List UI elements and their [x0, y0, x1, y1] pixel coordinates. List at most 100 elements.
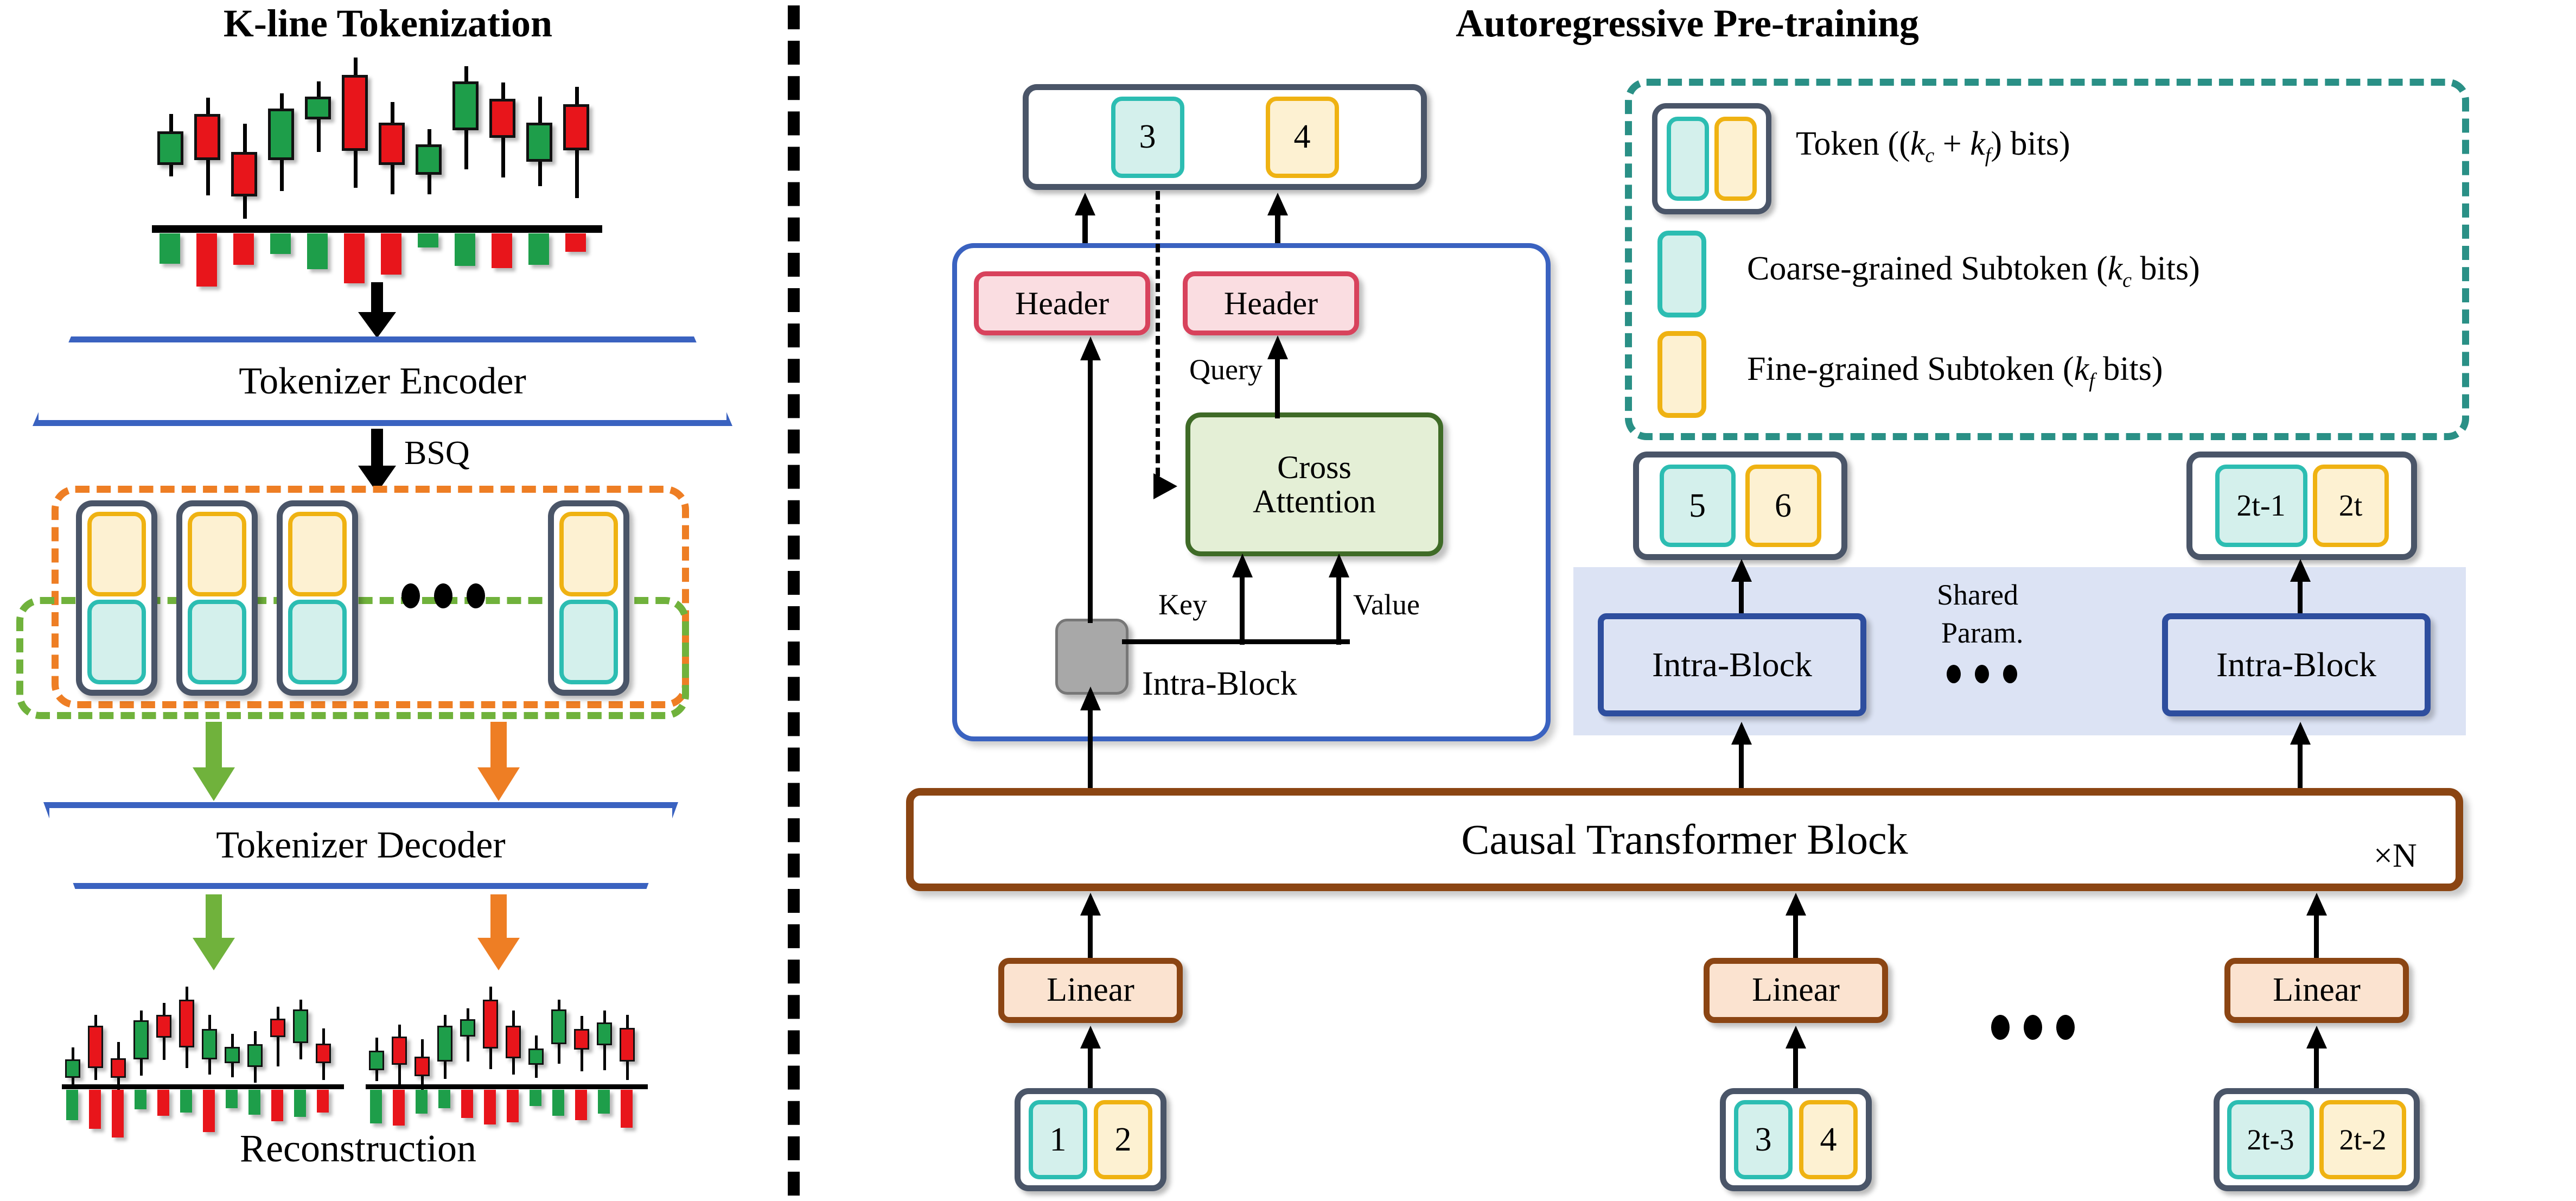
output-coarse-subtoken[interactable]: 3 — [1111, 96, 1184, 178]
fine-subtoken-swatch — [559, 512, 618, 596]
ellipsis-dot — [467, 583, 485, 608]
linear-label-1: Linear — [1047, 971, 1134, 1009]
arrow-intra-left-to-token — [1728, 559, 1755, 622]
linear-box-1[interactable]: Linear — [998, 958, 1183, 1023]
ellipsis-dot — [401, 583, 420, 608]
arrow-header-left-to-output — [1072, 193, 1099, 256]
legend-fine-text-after: bits) — [2094, 351, 2163, 387]
key-label: Key — [1158, 588, 1207, 621]
arrow-key-to-cross-attention — [1229, 554, 1256, 645]
ellipsis-dot — [2056, 1015, 2075, 1040]
legend-swatch-fine — [1657, 331, 1706, 418]
header-box-right[interactable]: Header — [1183, 271, 1359, 335]
header-box-left[interactable]: Header — [974, 271, 1150, 335]
arrow-decoder-to-recon-right — [477, 894, 526, 973]
cross-attention-label-line1: Cross — [1277, 449, 1351, 485]
shared-output-token-right[interactable]: 2t-1 2t — [2186, 452, 2417, 560]
shared-left-coarse-subtoken[interactable]: 5 — [1659, 465, 1736, 547]
legend-label-coarse: Coarse-grained Subtoken (kc bits) — [1747, 250, 2200, 292]
input-token-box-3[interactable]: 2t-3 2t-2 — [2214, 1088, 2420, 1191]
arrow-token2-to-linear — [1782, 1026, 1809, 1090]
causal-transformer-label: Causal Transformer Block — [1461, 816, 1908, 863]
arrow-fine-to-decoder — [477, 722, 526, 803]
token-stack-n[interactable] — [548, 500, 629, 696]
legend-coarse-text-after: bits) — [2132, 250, 2200, 287]
intra-block-detail-label: Intra-Block — [1142, 665, 1297, 702]
shared-intra-block-ellipsis — [1947, 665, 2017, 683]
input-group-ellipsis — [1991, 1015, 2075, 1040]
linear-box-3[interactable]: Linear — [2224, 958, 2409, 1023]
shared-output-token-left[interactable]: 5 6 — [1633, 452, 1847, 560]
ellipsis-dot — [1991, 1015, 2010, 1040]
query-label: Query — [1189, 353, 1263, 386]
input-kline-chart — [146, 58, 624, 288]
gray-node[interactable] — [1055, 619, 1128, 695]
shared-right-coarse-subtoken[interactable]: 2t-1 — [2215, 465, 2307, 547]
legend-token-k1: k — [1910, 125, 1925, 162]
output-token-box[interactable]: 3 4 — [1023, 84, 1427, 190]
arrow-value-to-cross-attention — [1325, 554, 1353, 645]
header-left-label: Header — [1015, 285, 1110, 321]
legend-label-token: Token ((kc + kf) bits) — [1796, 125, 2070, 167]
legend-token-k1sub: c — [1925, 144, 1935, 167]
legend-token-k2sub: f — [1985, 144, 1991, 167]
arrow-token1-to-linear — [1077, 1026, 1104, 1090]
input-token-3-coarse[interactable]: 2t-3 — [2227, 1100, 2314, 1179]
token-stack-1[interactable] — [76, 500, 157, 696]
causal-transformer-block[interactable]: Causal Transformer Block — [906, 788, 2463, 891]
coarse-subtoken-swatch — [188, 600, 246, 684]
legend-swatch-coarse — [1657, 231, 1706, 317]
arrow-linear3-to-transformer — [2303, 893, 2330, 960]
input-token-box-2[interactable]: 3 4 — [1720, 1088, 1872, 1191]
value-label: Value — [1353, 588, 1420, 621]
input-token-box-1[interactable]: 1 2 — [1015, 1088, 1166, 1191]
ellipsis-dot — [2003, 665, 2017, 683]
arrow-transformer-to-node — [1077, 687, 1104, 799]
coarse-subtoken-swatch — [87, 600, 146, 684]
fine-subtoken-swatch — [188, 512, 246, 596]
shared-intra-block-left-label: Intra-Block — [1652, 645, 1812, 684]
input-token-2-fine[interactable]: 4 — [1799, 1100, 1858, 1179]
fine-subtoken-swatch — [87, 512, 146, 596]
panel-divider — [788, 5, 800, 1196]
reconstruction-chart-right — [364, 977, 651, 1156]
input-token-3-fine[interactable]: 2t-2 — [2319, 1100, 2406, 1179]
tokenizer-encoder-box[interactable]: Tokenizer Encoder — [33, 336, 732, 426]
ellipsis-dot — [2024, 1015, 2042, 1040]
arrow-intra-right-to-token — [2287, 559, 2314, 622]
header-right-label: Header — [1223, 285, 1318, 321]
token-stack-ellipsis — [401, 583, 485, 608]
linear-box-2[interactable]: Linear — [1704, 958, 1888, 1023]
legend-coarse-k1sub: c — [2122, 269, 2132, 292]
tokenizer-decoder-box[interactable]: Tokenizer Decoder — [43, 802, 678, 889]
legend-fine-k1: k — [2074, 351, 2089, 387]
arrow-encoder-to-bsq — [358, 429, 396, 494]
arrow-transformer-to-intra-right — [2287, 722, 2314, 795]
arrow-linear1-to-transformer — [1077, 893, 1104, 960]
ellipsis-dot — [434, 583, 452, 608]
arrow-cross-attention-to-header — [1264, 335, 1291, 418]
legend-coarse-swatch — [1667, 117, 1709, 201]
legend-token-plus: + — [1934, 125, 1971, 162]
shared-intra-block-left[interactable]: Intra-Block — [1598, 613, 1866, 716]
tokenizer-encoder-label: Tokenizer Encoder — [239, 360, 526, 402]
query-arrowhead — [1153, 473, 1177, 499]
output-fine-subtoken[interactable]: 4 — [1265, 96, 1339, 178]
input-token-1-coarse[interactable]: 1 — [1029, 1100, 1087, 1179]
right-panel-title: Autoregressive Pre-training — [1456, 2, 1919, 45]
cross-attention-box[interactable]: Cross Attention — [1185, 412, 1443, 556]
input-token-1-fine[interactable]: 2 — [1094, 1100, 1152, 1179]
input-token-2-coarse[interactable]: 3 — [1734, 1100, 1793, 1179]
bsq-label: BSQ — [404, 435, 470, 472]
transformer-repeat-label: ×N — [2374, 837, 2417, 874]
legend-token-k2: k — [1970, 125, 1985, 162]
shared-intra-block-right[interactable]: Intra-Block — [2162, 613, 2431, 716]
shared-left-fine-subtoken[interactable]: 6 — [1745, 465, 1821, 547]
key-value-bus-line — [1122, 639, 1350, 644]
token-stack-3[interactable] — [277, 500, 358, 696]
arrow-linear2-to-transformer — [1782, 893, 1809, 960]
legend-coarse-text-before: Coarse-grained Subtoken ( — [1747, 250, 2108, 287]
token-stack-2[interactable] — [176, 500, 258, 696]
shared-param-label-line2: Param. — [1941, 617, 2024, 649]
shared-right-fine-subtoken[interactable]: 2t — [2312, 465, 2389, 547]
